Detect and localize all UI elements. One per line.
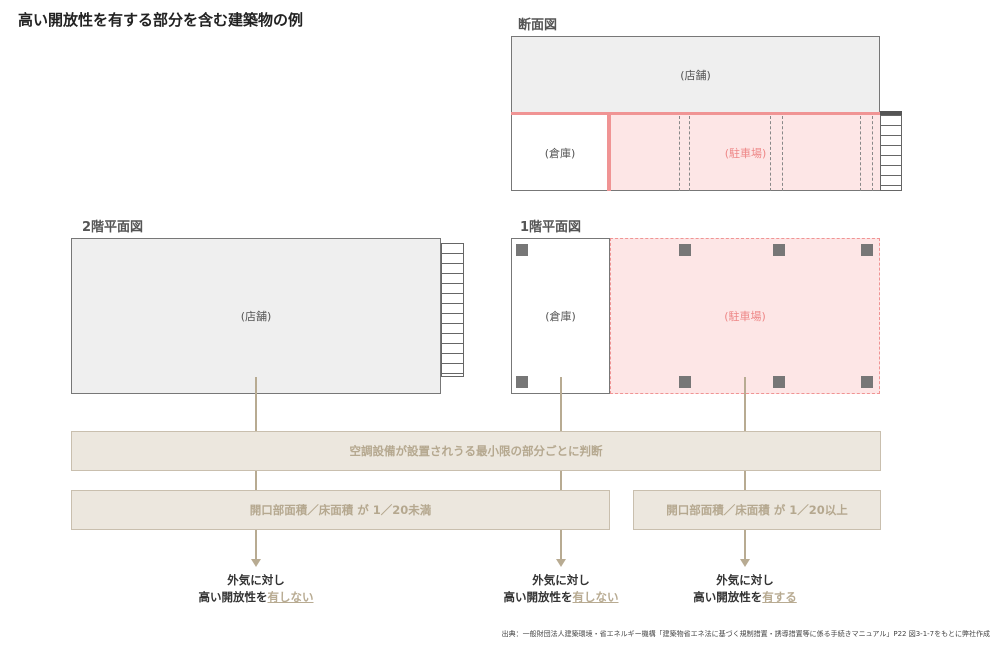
connector-line [255,471,257,490]
section-column-line [872,116,873,191]
section-column-line [860,116,861,191]
arrow-down-icon [740,559,750,567]
connector-line [744,471,746,490]
column-marker [516,376,528,388]
connector-line [744,377,746,431]
arrow-line [255,530,257,560]
section-warehouse-area: (倉庫) [511,115,609,191]
section-column-line [770,116,771,191]
section-wall-line [607,115,611,191]
section-store-label: (店舗) [680,69,711,82]
judgement-bar-label: 空調設備が設置されうる最小限の部分ごとに判断 [349,444,603,458]
conclusion-emphasis: 有しない [267,590,314,604]
section-parking-label: (駐車場) [724,146,767,160]
arrow-line [560,530,562,560]
section-warehouse-label: (倉庫) [544,146,576,160]
conclusion-open: 外気に対し 高い開放性を有する [654,572,836,606]
ratio-over-bar: 開口部面積／床面積 が 1／20以上 [633,490,881,530]
column-marker [679,376,691,388]
conclusion-line1: 外気に対し [532,573,590,587]
conclusion-prefix: 高い開放性を [693,590,763,604]
conclusion-emphasis: 有しない [572,590,619,604]
arrow-line [744,530,746,560]
conclusion-emphasis: 有する [762,590,797,604]
connector-line [560,471,562,490]
ratio-under-label: 開口部面積／床面積 が 1／20未満 [249,503,432,517]
section-store-area: (店舗) [511,36,880,114]
floor1-warehouse-label: (倉庫) [545,310,576,323]
conclusion-prefix: 高い開放性を [503,590,573,604]
column-marker [516,244,528,256]
ratio-under-bar: 開口部面積／床面積 が 1／20未満 [71,490,610,530]
conclusion-prefix: 高い開放性を [198,590,268,604]
ratio-over-label: 開口部面積／床面積 が 1／20以上 [666,503,848,517]
floor1-warehouse-area: (倉庫) [511,238,610,394]
connector-line [255,377,257,431]
connector-line [560,377,562,431]
floor2-stairs [441,243,464,377]
conclusion-line1: 外気に対し [716,573,774,587]
source-note: 出典：一般財団法人建築環境・省エネルギー機構「建築物省エネ法に基づく規制措置・誘… [501,630,990,638]
column-marker [773,244,785,256]
floor1-parking-area: (駐車場) [610,238,880,394]
column-marker [679,244,691,256]
conclusion-line1: 外気に対し [227,573,285,587]
section-view-label: 断面図 [518,18,558,33]
section-stair-landing [880,111,902,115]
section-parking-area: (駐車場) [611,115,880,191]
column-marker [861,376,873,388]
floor2-store-area: (店舗) [71,238,441,394]
column-marker [861,244,873,256]
floor1-parking-label: (駐車場) [724,310,766,323]
section-stairs [880,115,902,191]
judgement-bar: 空調設備が設置されうる最小限の部分ごとに判断 [71,431,881,471]
section-column-line [689,116,690,191]
floor1-label: 1階平面図 [520,220,582,235]
section-column-line [679,116,680,191]
conclusion-not-open-1: 外気に対し 高い開放性を有しない [165,572,347,606]
floor2-label: 2階平面図 [82,220,144,235]
arrow-down-icon [251,559,261,567]
section-slab-line [511,112,880,116]
page-title: 高い開放性を有する部分を含む建築物の例 [18,11,304,29]
floor2-store-label: (店舗) [240,310,272,323]
column-marker [773,376,785,388]
section-column-line [782,116,783,191]
arrow-down-icon [556,559,566,567]
conclusion-not-open-2: 外気に対し 高い開放性を有しない [470,572,652,606]
